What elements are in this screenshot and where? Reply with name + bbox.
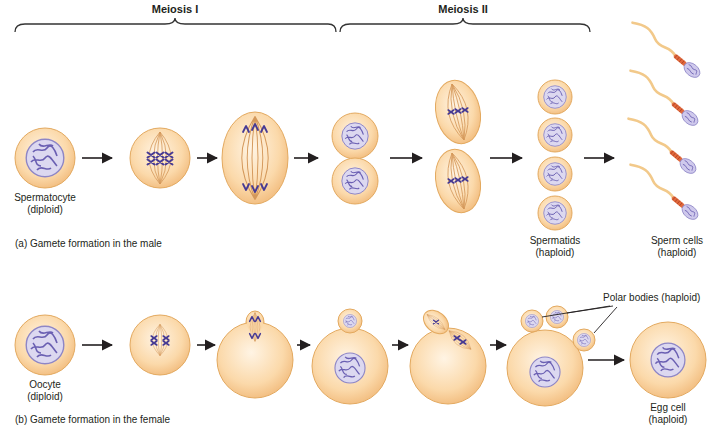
- panel-caption: (b) Gamete formation in the female: [15, 414, 170, 426]
- telophase-cell: [332, 113, 378, 204]
- cell-label: Spermatocyte (diploid): [7, 192, 83, 216]
- polar-body: [521, 306, 595, 351]
- meiosis-two-oocyte-cell: [410, 305, 486, 404]
- ootid-cell: [507, 330, 583, 406]
- stage-heading: Meiosis II: [418, 3, 508, 16]
- callout-label: Polar bodies (haploid): [603, 292, 700, 304]
- cell-label: Spermatids (haploid): [520, 235, 590, 259]
- oocyte-cell: [15, 315, 75, 375]
- cell-label: Egg cell (haploid): [632, 402, 704, 426]
- secondary-oocyte-cell: [312, 309, 388, 404]
- anaphase-cell: [222, 112, 288, 204]
- panel-caption: (a) Gamete formation in the male: [15, 238, 162, 250]
- budding-cell: [217, 311, 293, 398]
- metaphase-cell: [130, 315, 190, 375]
- meiosis-bracket: [15, 18, 336, 32]
- metaphase-cell: [130, 128, 190, 188]
- egg-cell: [630, 322, 706, 398]
- meiosis-two-cell: [430, 76, 486, 217]
- meiosis-bracket: [340, 18, 590, 32]
- cell-label: Oocyte (diploid): [14, 379, 76, 403]
- leader-line: [542, 306, 617, 333]
- spermatocyte-cell: [15, 128, 75, 188]
- cell-label: Sperm cells (haploid): [642, 235, 712, 259]
- stage-heading: Meiosis I: [130, 3, 220, 16]
- sperm-cell: [626, 17, 703, 223]
- spermatid-cell: [538, 80, 572, 230]
